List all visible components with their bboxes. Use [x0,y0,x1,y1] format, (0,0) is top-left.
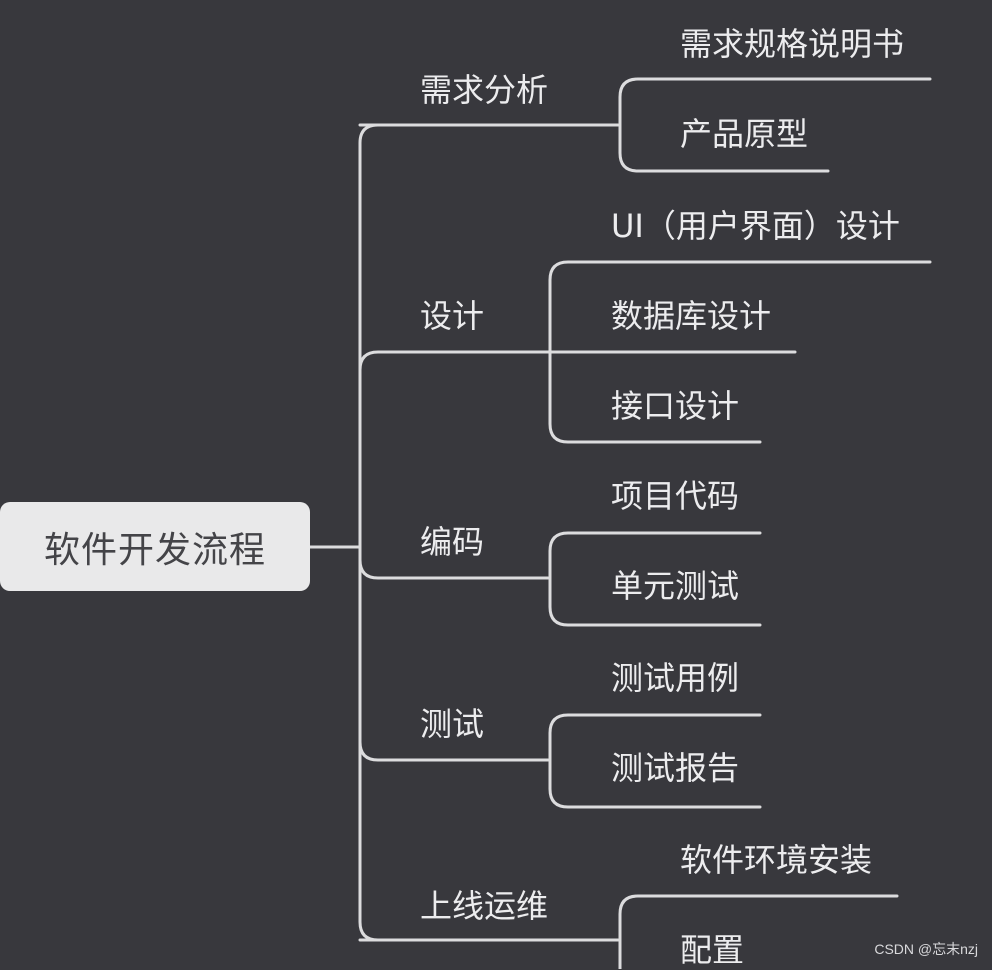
watermark: CSDN @忘末nzj [874,941,978,957]
leaf-ui-design[interactable]: UI（用户界面）设计 [611,207,900,245]
root-node[interactable]: 软件开发流程 [0,502,310,591]
branch-design[interactable]: 设计 [420,297,485,335]
branch-line-coding [358,558,550,580]
leaf-test-cases[interactable]: 测试用例 [611,659,740,697]
leaf-configuration[interactable]: 配置 [680,931,745,969]
leaf-environment-install[interactable]: 软件环境安装 [680,841,873,879]
leaf-test-report[interactable]: 测试报告 [611,749,740,787]
branch-testing[interactable]: 测试 [420,705,485,743]
root-node-label: 软件开发流程 [43,529,266,571]
leaf-database-design[interactable]: 数据库设计 [611,297,772,335]
branch-line-testing [358,740,550,762]
branch-coding[interactable]: 编码 [420,523,485,561]
leaf-requirements-spec[interactable]: 需求规格说明书 [680,25,905,63]
subtree-requirements [618,77,932,173]
subtree-deployment [618,894,899,969]
branch-requirements-analysis[interactable]: 需求分析 [420,71,549,109]
subtree-testing [548,713,762,809]
leaf-project-code[interactable]: 项目代码 [611,477,740,515]
main-trunk [358,123,380,942]
leaf-product-prototype[interactable]: 产品原型 [680,115,809,153]
branch-deployment-ops[interactable]: 上线运维 [420,887,549,925]
leaf-unit-test[interactable]: 单元测试 [611,567,740,605]
subtree-coding [548,531,762,627]
branch-line-design [358,350,550,372]
leaf-interface-design[interactable]: 接口设计 [611,387,740,425]
